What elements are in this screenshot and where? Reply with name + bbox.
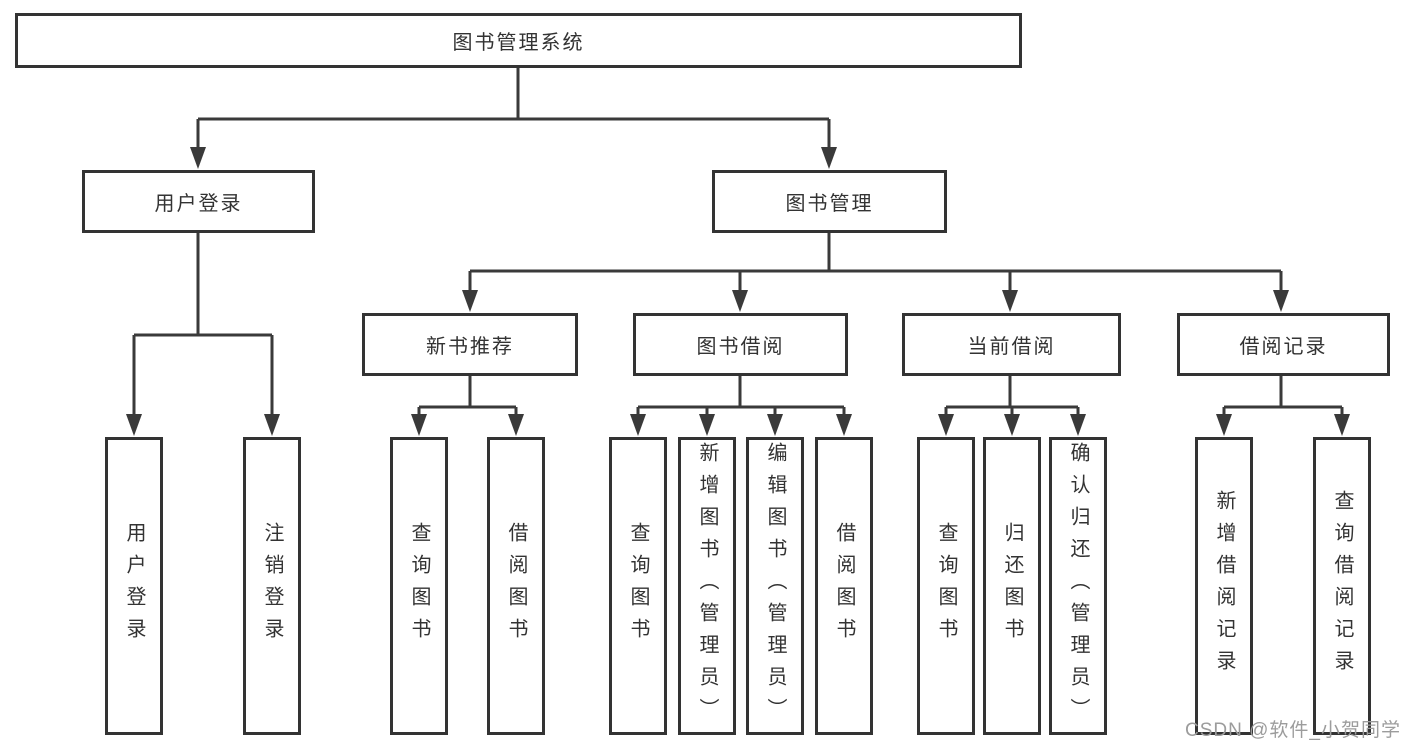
connector-new-book-recommendation: [417, 376, 518, 417]
leaf-borrow-books-recommendation: 借阅图书: [487, 437, 545, 735]
node-new-book-recommendation: 新书推荐: [362, 313, 578, 376]
leaf-label: 查询图书: [627, 522, 649, 650]
leaf-edit-book-admin: 编辑图书（管理员）: [746, 437, 804, 735]
leaf-query-books-current: 查询图书: [917, 437, 975, 735]
node-label: 借阅记录: [1239, 336, 1328, 358]
node-label: 当前借阅: [967, 336, 1056, 358]
node-label: 新书推荐: [426, 336, 514, 358]
leaf-label: 确认归还（管理员）: [1067, 442, 1089, 730]
leaf-label: 查询图书: [408, 522, 430, 650]
connector-book-borrowing: [636, 376, 846, 417]
connector-root: [196, 68, 831, 150]
node-label: 图书管理: [785, 193, 874, 215]
leaf-label: 查询借阅记录: [1331, 490, 1353, 682]
connector-current-borrowing: [944, 376, 1080, 417]
node-book-borrowing: 图书借阅: [633, 313, 848, 376]
node-user-login: 用户登录: [82, 170, 315, 233]
connector-book-management: [468, 233, 1283, 293]
leaf-label: 查询图书: [935, 522, 957, 650]
leaf-query-books-recommendation: 查询图书: [390, 437, 448, 735]
connector-borrowing-records: [1222, 376, 1344, 417]
connector-user-login: [132, 233, 274, 417]
leaf-label: 新增借阅记录: [1213, 490, 1235, 682]
leaf-user-login: 用户登录: [105, 437, 163, 735]
node-current-borrowing: 当前借阅: [902, 313, 1121, 376]
leaf-label: 注销登录: [261, 522, 283, 650]
csdn-watermark: CSDN @软件_小贺同学: [1185, 720, 1401, 741]
leaf-add-book-admin: 新增图书（管理员）: [678, 437, 736, 735]
leaf-return-book: 归还图书: [983, 437, 1041, 735]
node-library-management-system: 图书管理系统: [15, 13, 1022, 68]
node-borrowing-records: 借阅记录: [1177, 313, 1390, 376]
leaf-label: 归还图书: [1001, 522, 1023, 650]
leaf-borrow-books: 借阅图书: [815, 437, 873, 735]
node-label: 图书管理系统: [452, 32, 585, 54]
node-label: 用户登录: [154, 193, 243, 215]
leaf-logout: 注销登录: [243, 437, 301, 735]
leaf-add-borrow-record: 新增借阅记录: [1195, 437, 1253, 735]
leaf-query-borrow-record: 查询借阅记录: [1313, 437, 1371, 735]
leaf-confirm-return-admin: 确认归还（管理员）: [1049, 437, 1107, 735]
leaf-label: 新增图书（管理员）: [696, 442, 718, 730]
leaf-label: 借阅图书: [505, 522, 527, 650]
leaf-query-books-borrowing: 查询图书: [609, 437, 667, 735]
leaf-label: 用户登录: [123, 522, 145, 650]
node-book-management: 图书管理: [712, 170, 947, 233]
leaf-label: 编辑图书（管理员）: [764, 442, 786, 730]
leaf-label: 借阅图书: [833, 522, 855, 650]
arrowheads: [126, 147, 1350, 436]
node-label: 图书借阅: [696, 336, 785, 358]
